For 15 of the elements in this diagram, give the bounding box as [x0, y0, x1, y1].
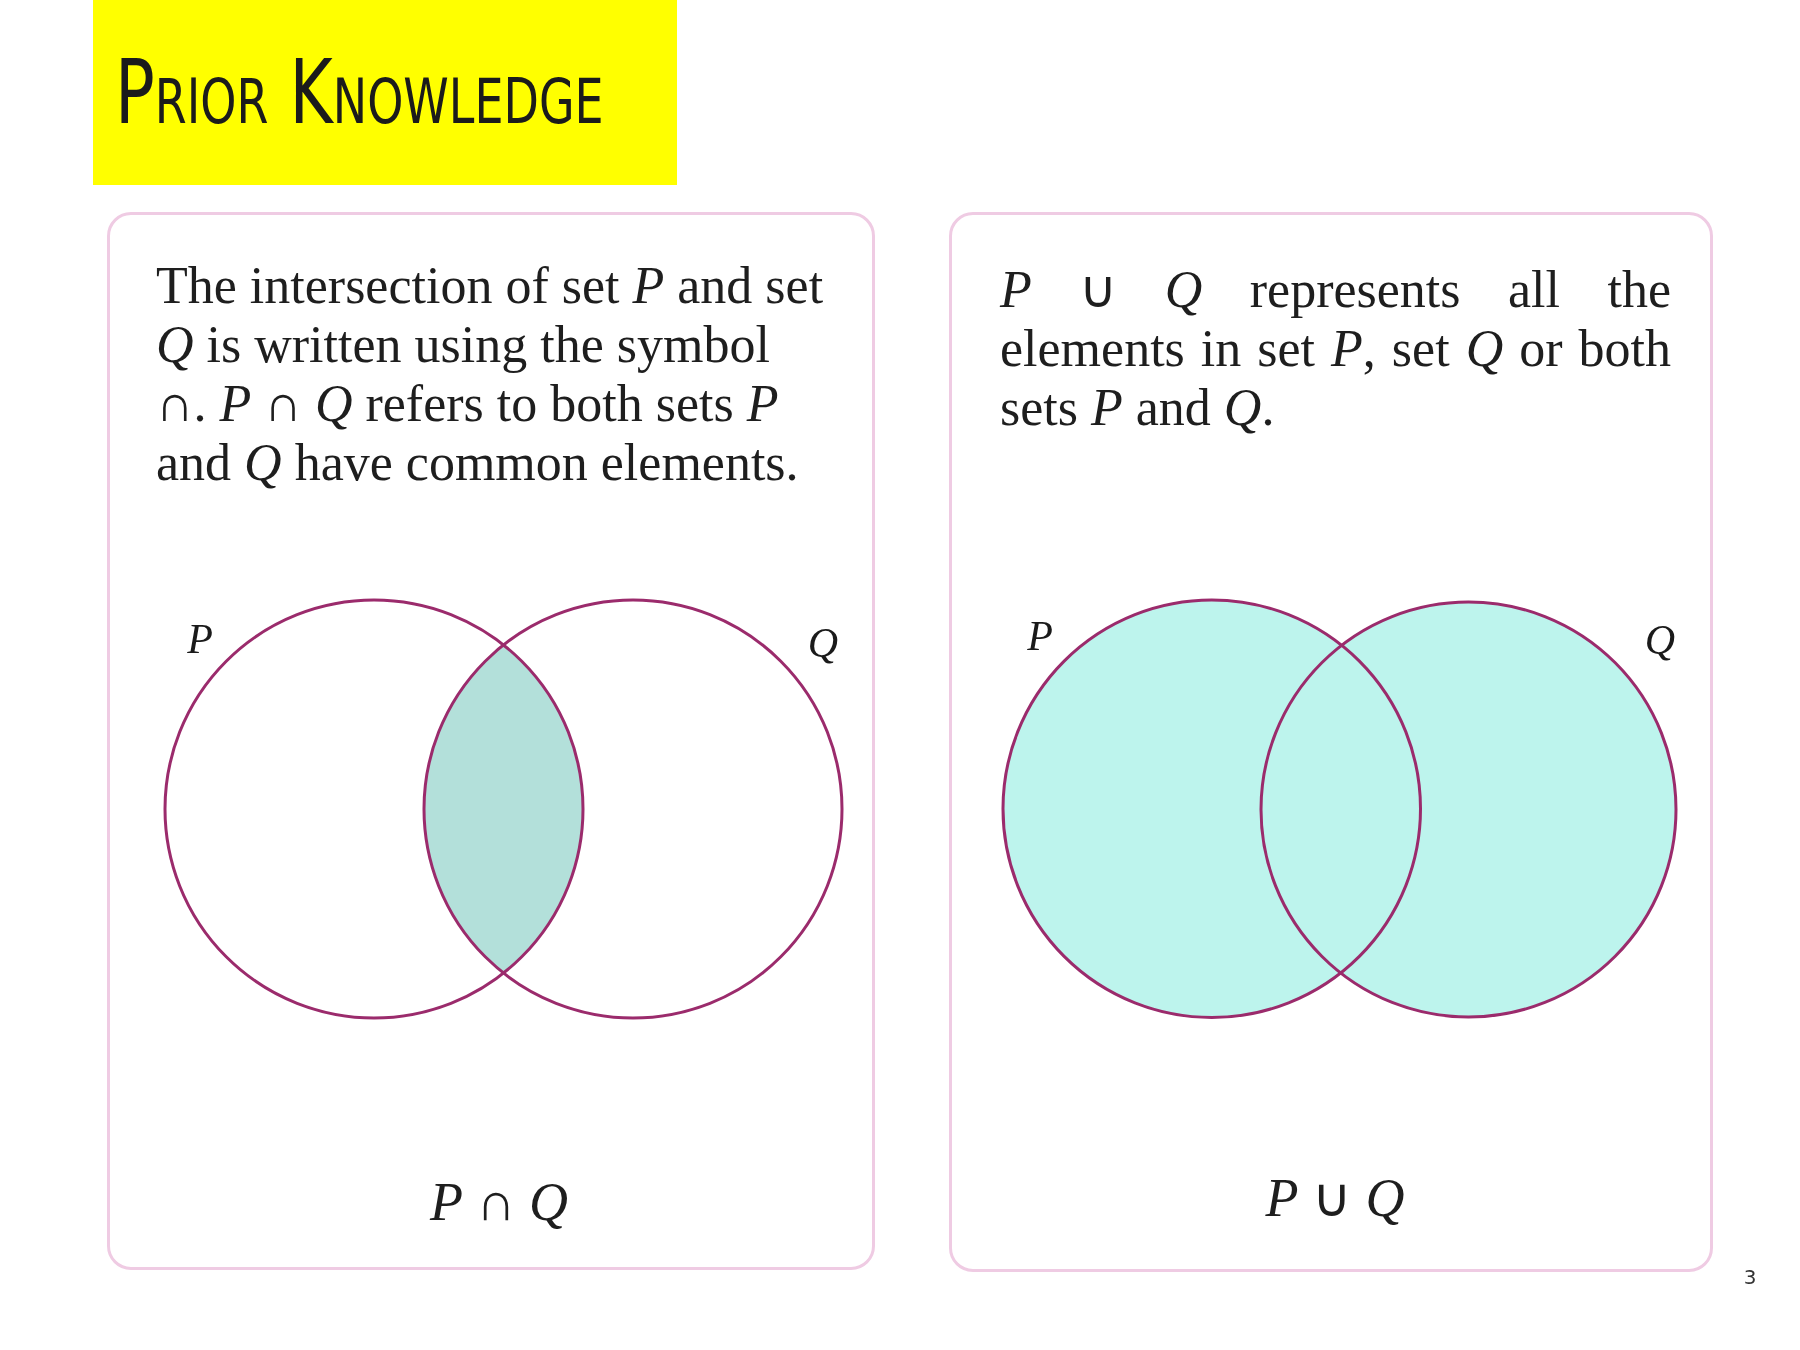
page-number: 3 — [1743, 1267, 1757, 1287]
set-label: Q — [807, 622, 839, 664]
set-notation: P ∩ Q — [430, 1173, 568, 1233]
set-label: Q — [1644, 619, 1676, 661]
info-card — [949, 212, 1713, 1272]
set-notation: P ∪ Q — [1265, 1169, 1405, 1229]
description-text: P ∪ Q represents all the elements in set P, set Q or both sets P and Q. — [1000, 260, 1671, 437]
slide-title: Prior Knowledge — [115, 47, 604, 138]
set-circle — [421, 598, 844, 1020]
set-label: P — [187, 618, 213, 660]
info-card — [107, 212, 875, 1270]
set-circle — [162, 598, 585, 1020]
set-label: P — [1027, 615, 1053, 657]
set-circle — [1258, 599, 1678, 1019]
description-text: The intersection of set P and set Q is written using the symbol ∩. P ∩ Q refers to both sets P and Q have common elements. — [156, 256, 825, 492]
